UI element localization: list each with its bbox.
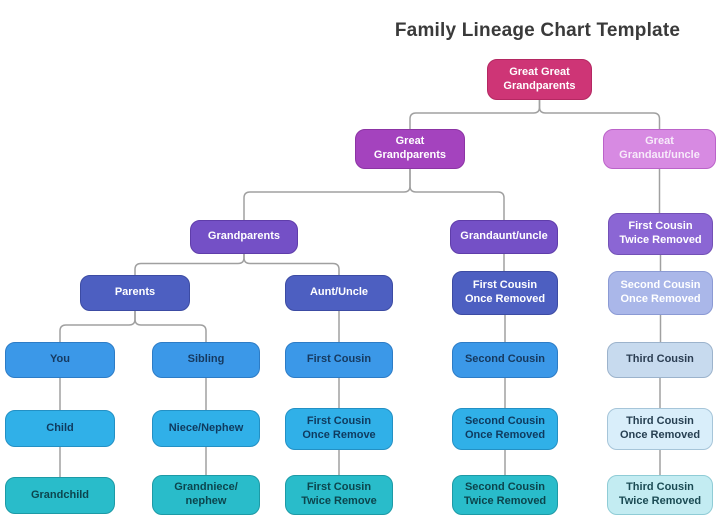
node-label: First Cousin Once Remove (302, 415, 376, 441)
node-child[interactable]: Child (5, 410, 115, 447)
node-fctr7[interactable]: First Cousin Twice Remove (285, 475, 393, 515)
node-label: Third Cousin Twice Removed (618, 481, 702, 507)
node-label: Third Cousin (626, 353, 694, 366)
edge-parents-you (59, 311, 136, 342)
node-auntuncle[interactable]: Aunt/Uncle (285, 275, 393, 311)
node-label: First Cousin Twice Remove (301, 481, 377, 507)
node-label: Great Great Grandparents (503, 65, 576, 92)
node-label: Grandparents (207, 230, 281, 243)
node-label: Parents (114, 286, 156, 299)
node-ggp[interactable]: Great Grandparents (355, 129, 465, 169)
node-label: Great Grandaut/uncle (619, 135, 700, 161)
edge-gp-parents (134, 254, 245, 275)
edge-parents-sibling (134, 311, 207, 342)
node-label: Great Grandparents (373, 135, 447, 161)
edge-gp-auntuncle (243, 254, 340, 275)
node-gau[interactable]: Grandaunt/uncle (450, 220, 558, 254)
node-label: Second Cousin (464, 353, 546, 366)
node-fcor6[interactable]: First Cousin Once Remove (285, 408, 393, 450)
node-label: First Cousin Once Removed (464, 279, 546, 305)
node-scor6[interactable]: Second Cousin Once Removed (452, 408, 558, 450)
edge-ggg-ggau (538, 100, 661, 129)
node-you[interactable]: You (5, 342, 115, 378)
node-ggau[interactable]: Great Grandaut/uncle (603, 129, 716, 169)
node-label: Grandniece/ nephew (174, 481, 238, 507)
edge-ggp-gau (409, 169, 505, 220)
node-label: First Cousin (306, 353, 372, 366)
node-label: Sibling (187, 353, 225, 366)
node-label: Third Cousin Once Removed (619, 415, 701, 441)
node-grandniece[interactable]: Grandniece/ nephew (152, 475, 260, 515)
node-fc[interactable]: First Cousin (285, 342, 393, 378)
node-label: Grandchild (30, 488, 90, 501)
edge-ggp-gp (243, 169, 411, 220)
node-label: You (50, 353, 70, 366)
node-label: Niece/Nephew (168, 421, 244, 434)
node-gp[interactable]: Grandparents (190, 220, 298, 254)
node-label: Child (46, 421, 74, 434)
node-label: Second Cousin Once Removed (620, 279, 701, 305)
node-tctr7[interactable]: Third Cousin Twice Removed (607, 475, 713, 515)
node-scor4[interactable]: Second Cousin Once Removed (608, 271, 713, 315)
node-label: Aunt/Uncle (309, 286, 369, 299)
node-grandchild[interactable]: Grandchild (5, 477, 115, 514)
node-fctr3[interactable]: First Cousin Twice Removed (608, 213, 713, 255)
edge-ggg-ggp (409, 100, 541, 129)
node-tc[interactable]: Third Cousin (607, 342, 713, 378)
node-label: Second Cousin Twice Removed (463, 481, 547, 507)
chart-title: Family Lineage Chart Template (394, 19, 681, 41)
node-label: First Cousin Twice Removed (619, 220, 702, 246)
node-fcor4[interactable]: First Cousin Once Removed (452, 271, 558, 315)
node-tcor6[interactable]: Third Cousin Once Removed (607, 408, 713, 450)
node-sc[interactable]: Second Cousin (452, 342, 558, 378)
node-label: Second Cousin Once Removed (464, 415, 546, 441)
node-sibling[interactable]: Sibling (152, 342, 260, 378)
node-ggg[interactable]: Great Great Grandparents (487, 59, 592, 100)
node-niece[interactable]: Niece/Nephew (152, 410, 260, 447)
node-sctr7[interactable]: Second Cousin Twice Removed (452, 475, 558, 515)
node-parents[interactable]: Parents (80, 275, 190, 311)
node-label: Grandaunt/uncle (460, 230, 548, 243)
